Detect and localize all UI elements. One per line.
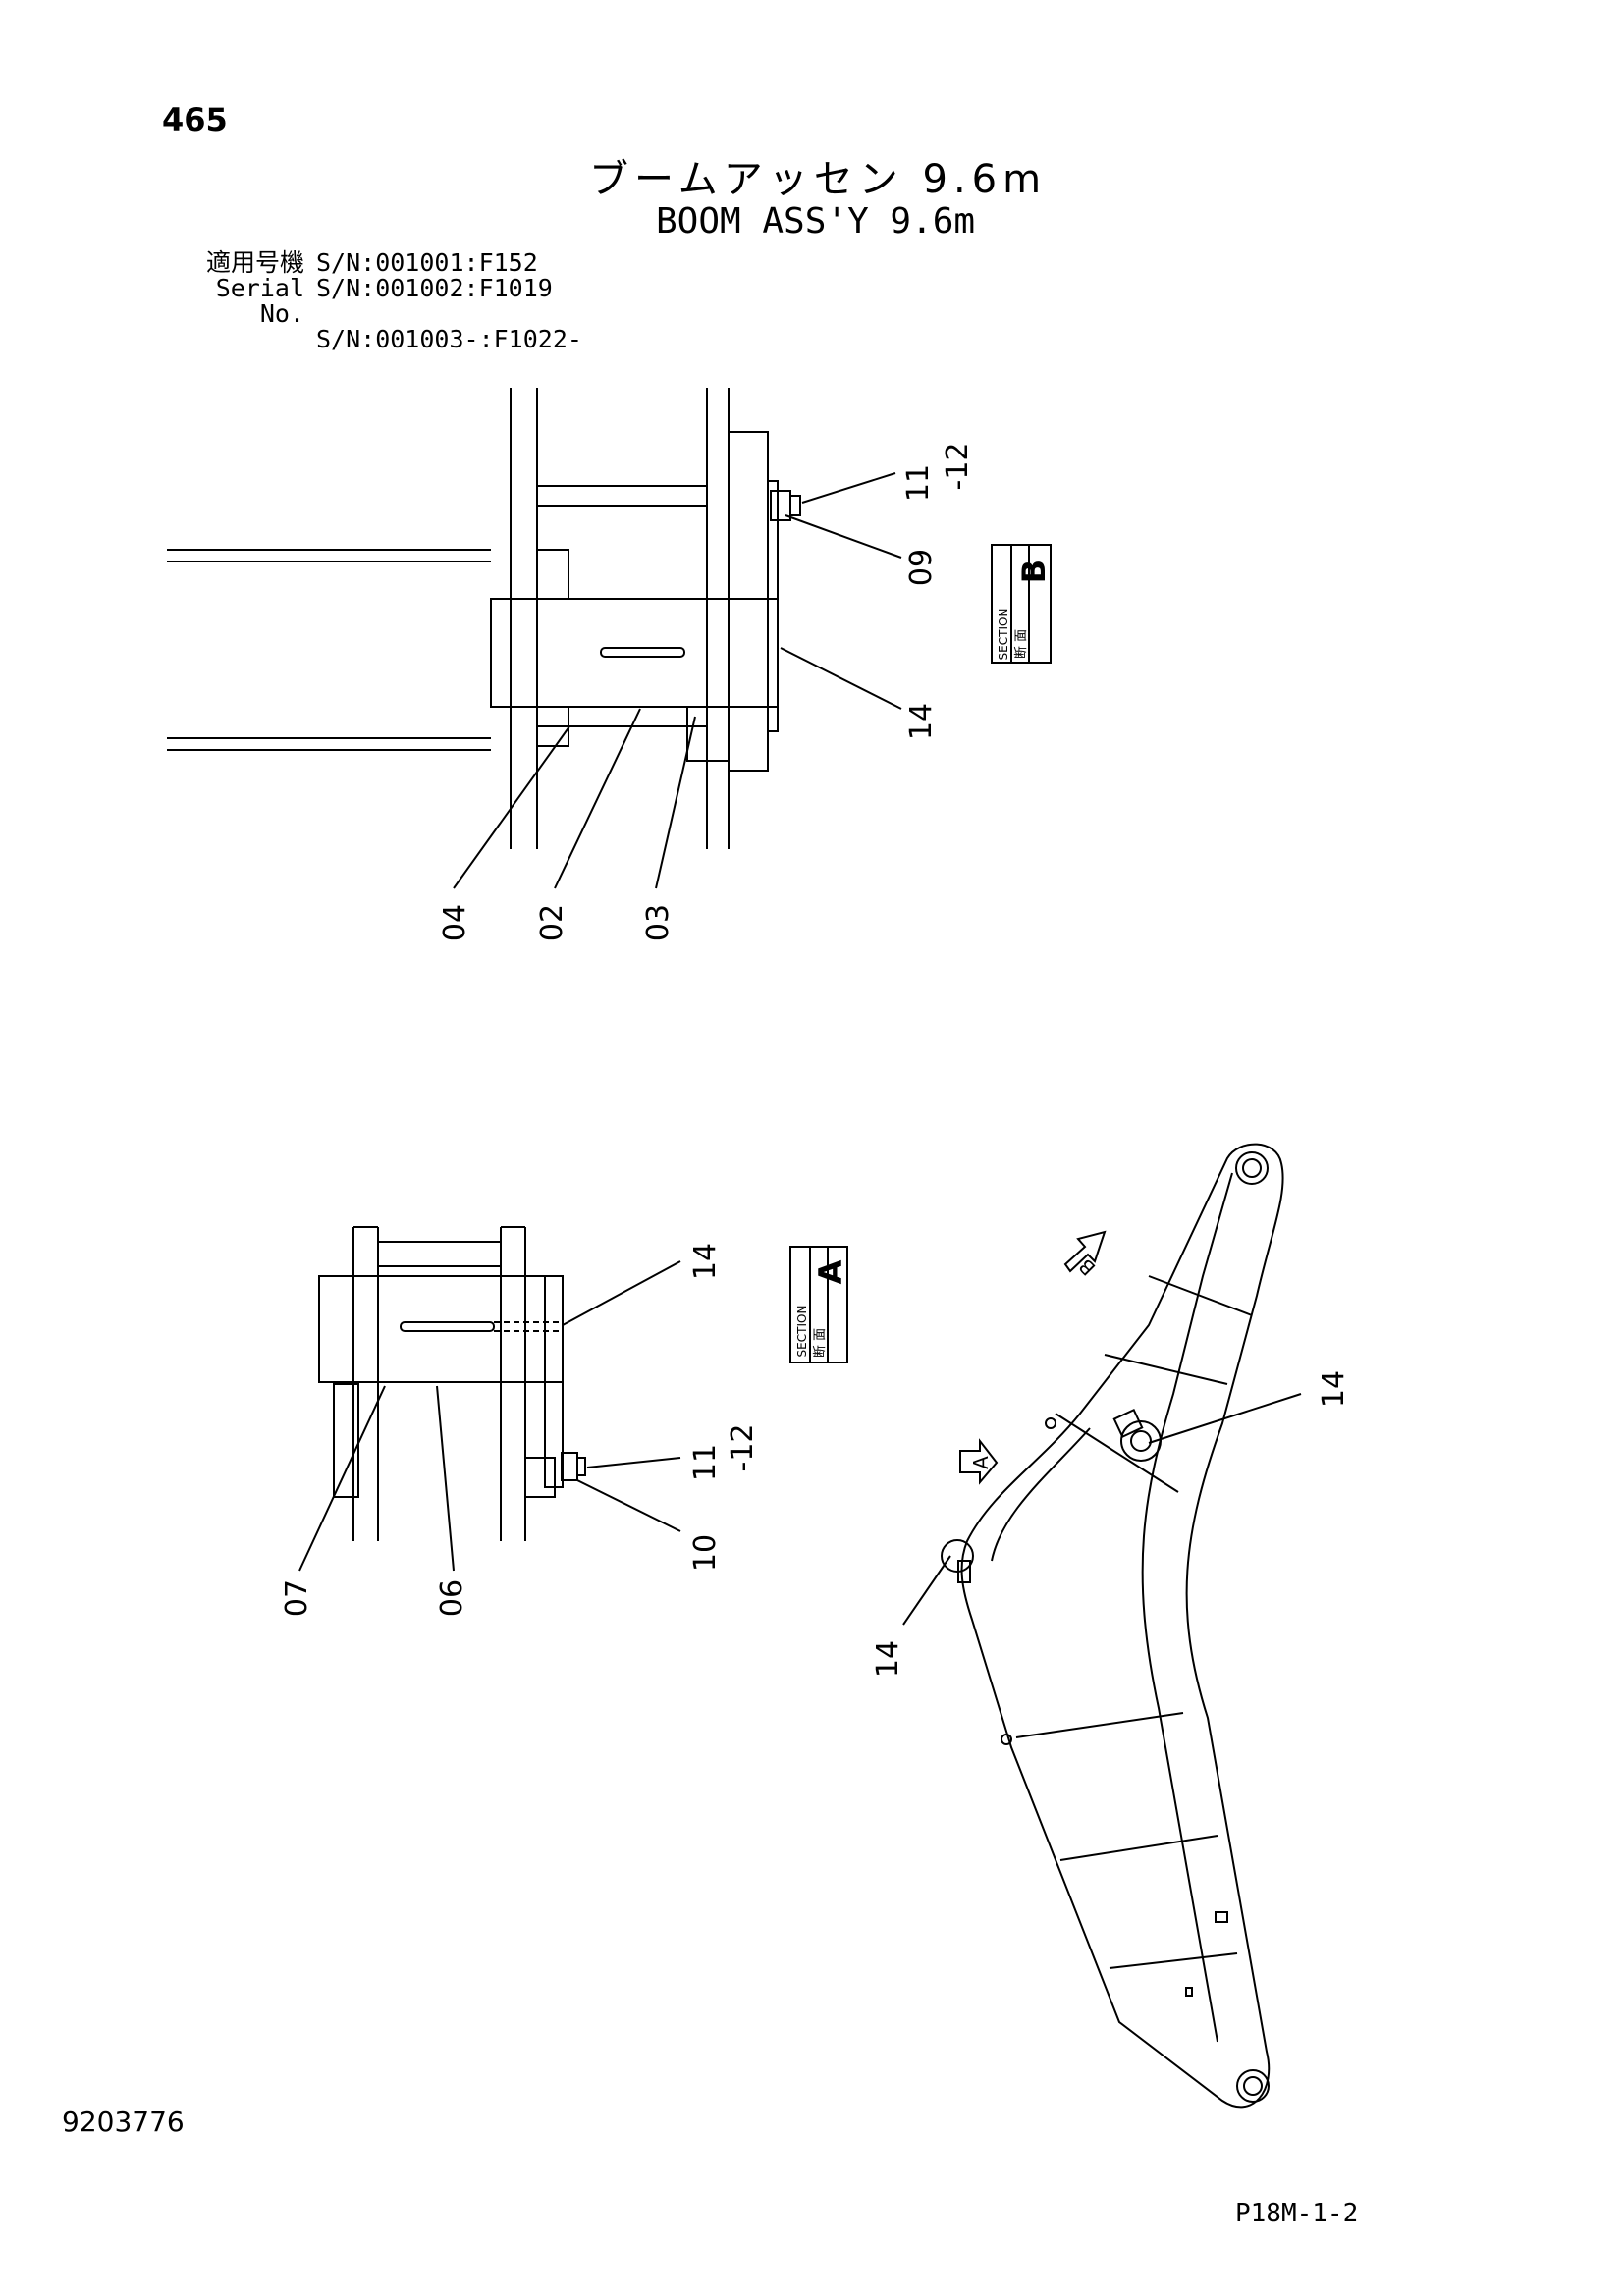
section-b-view [167, 388, 1052, 889]
serial-entry: S/N:001002:F1019 [316, 274, 553, 302]
serial-entry: S/N:001003-:F1022- [316, 325, 582, 353]
leader-boom-14-right [1148, 1393, 1302, 1444]
leader-a-10 [576, 1479, 681, 1532]
leader-b-11-12 [801, 472, 896, 504]
section-a-badge [789, 1246, 848, 1363]
callout-a-07: 07 [280, 1579, 314, 1617]
callout-b-02: 02 [535, 904, 569, 941]
section-a-en: SECTION [795, 1306, 809, 1358]
section-b-en: SECTION [997, 609, 1010, 661]
leader-boom-14-left [902, 1555, 951, 1626]
serial-entry: S/N:001001:F152 [316, 248, 538, 277]
serial-label-en: Serial No. [215, 274, 304, 328]
callout-a-14: 14 [688, 1243, 723, 1280]
leader-b-02 [554, 708, 641, 889]
arrow-b-indicator [1063, 1230, 1107, 1273]
callout-a-11: 11 [688, 1444, 723, 1481]
leader-a-14 [562, 1260, 681, 1326]
callout-a-06: 06 [435, 1579, 469, 1617]
serial-row-1: 適用号機 S/N:001001:F152 [157, 250, 582, 276]
serial-label-jp: 適用号機 [205, 248, 304, 277]
document-id: 9203776 [62, 2106, 185, 2138]
page-code: P18M-1-2 [1235, 2199, 1359, 2228]
leader-b-14 [780, 647, 902, 710]
callout-b-03: 03 [641, 904, 676, 941]
section-a-letter: A [812, 1259, 849, 1284]
arrow-a-label: A [969, 1456, 993, 1469]
callout-b-09: 09 [904, 549, 939, 586]
callout-boom-14-left: 14 [871, 1640, 905, 1678]
section-b-badge [991, 544, 1052, 664]
section-a-view [298, 1226, 848, 1572]
arrow-a-indicator [959, 1438, 999, 1485]
serial-number-block: 適用号機 S/N:001001:F152 Serial No. S/N:0010… [157, 250, 582, 352]
page-number: 465 [162, 101, 228, 138]
serial-row-3: S/N:001003-:F1022- [157, 327, 582, 352]
callout-b-04: 04 [438, 904, 472, 941]
leader-a-07 [298, 1385, 386, 1572]
leader-a-06 [436, 1385, 455, 1572]
leader-a-11-12 [586, 1457, 681, 1468]
section-a-jp: 断 面 [813, 1328, 828, 1358]
callout-a-12: -12 [726, 1424, 760, 1472]
section-b-jp: 断 面 [1014, 629, 1029, 659]
leader-b-03 [655, 716, 696, 889]
callout-boom-14-right: 14 [1317, 1370, 1351, 1408]
title-japanese: ブームアッセン 9.6m [589, 157, 1048, 202]
leader-b-09 [785, 514, 902, 559]
leader-b-04 [453, 725, 570, 889]
callout-a-10: 10 [688, 1534, 723, 1572]
callout-b-12: -12 [941, 443, 975, 491]
section-b-letter: B [1015, 560, 1053, 583]
boom-outline [902, 1143, 1302, 2109]
title-english: BOOM ASS'Y 9.6m [656, 201, 976, 241]
callout-b-14: 14 [904, 703, 939, 740]
serial-row-2: Serial No. S/N:001002:F1019 [157, 276, 582, 327]
callout-b-11: 11 [901, 464, 936, 502]
